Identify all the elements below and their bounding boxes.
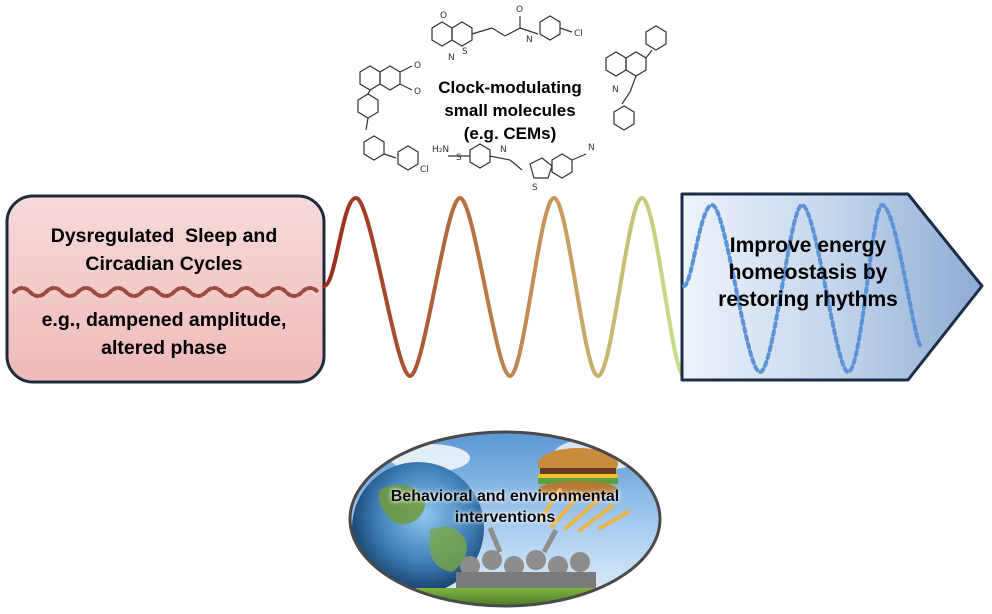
- svg-text:O: O: [516, 5, 523, 15]
- oval-border: [348, 430, 662, 608]
- fries-image: [538, 488, 630, 532]
- dysregulated-description: e.g., dampened amplitude, altered phase: [14, 306, 314, 362]
- svg-text:O: O: [414, 87, 421, 97]
- improve-line3: restoring rhythms: [718, 288, 898, 311]
- svg-text:S: S: [462, 47, 468, 57]
- svg-text:N: N: [448, 53, 455, 63]
- svg-text:N: N: [526, 35, 533, 45]
- svg-text:S: S: [532, 183, 538, 193]
- dysregulated-title: Dysregulated Sleep and Circadian Cycles: [14, 222, 314, 278]
- svg-text:S: S: [456, 153, 462, 163]
- improve-line2: homeostasis by: [728, 261, 888, 284]
- dampened-wave-divider: [12, 286, 320, 298]
- svg-text:Cl: Cl: [574, 29, 583, 39]
- restored-rhythm-dotted-wave: [682, 202, 922, 375]
- dysregulated-title-line2: Circadian Cycles: [85, 253, 243, 275]
- chemical-atom-labels: O O N Cl N S O O Cl N H₂N S N S N: [414, 5, 619, 193]
- clock-modulating-label: Clock-modulating small molecules (e.g. C…: [410, 76, 610, 145]
- svg-text:H₂N: H₂N: [432, 145, 449, 155]
- svg-text:N: N: [612, 85, 619, 95]
- svg-text:N: N: [588, 143, 595, 153]
- svg-text:O: O: [440, 11, 447, 21]
- restoring-rhythms-arrow: [680, 192, 984, 382]
- molecules-line2: small molecules: [444, 101, 576, 120]
- molecules-line1: Clock-modulating: [438, 78, 582, 97]
- svg-text:N: N: [500, 145, 507, 155]
- dysregulated-desc-line1: e.g., dampened amplitude,: [41, 309, 287, 331]
- dysregulated-desc-line2: altered phase: [101, 337, 227, 359]
- interventions-line2: interventions: [454, 509, 556, 526]
- circadian-wave: [322, 195, 686, 379]
- molecules-line3: (e.g. CEMs): [463, 124, 557, 143]
- dysregulated-title-line1: Dysregulated Sleep and: [50, 225, 278, 247]
- improve-energy-label: Improve energy homeostasis by restoring …: [694, 232, 922, 313]
- svg-text:O: O: [414, 61, 421, 71]
- interventions-label: Behavioral and environmental interventio…: [350, 486, 660, 528]
- svg-text:Cl: Cl: [420, 165, 429, 175]
- interventions-line1: Behavioral and environmental: [390, 488, 620, 505]
- improve-line1: Improve energy: [729, 234, 887, 257]
- dysregulated-box: [5, 194, 326, 384]
- chemical-structures: [357, 15, 667, 179]
